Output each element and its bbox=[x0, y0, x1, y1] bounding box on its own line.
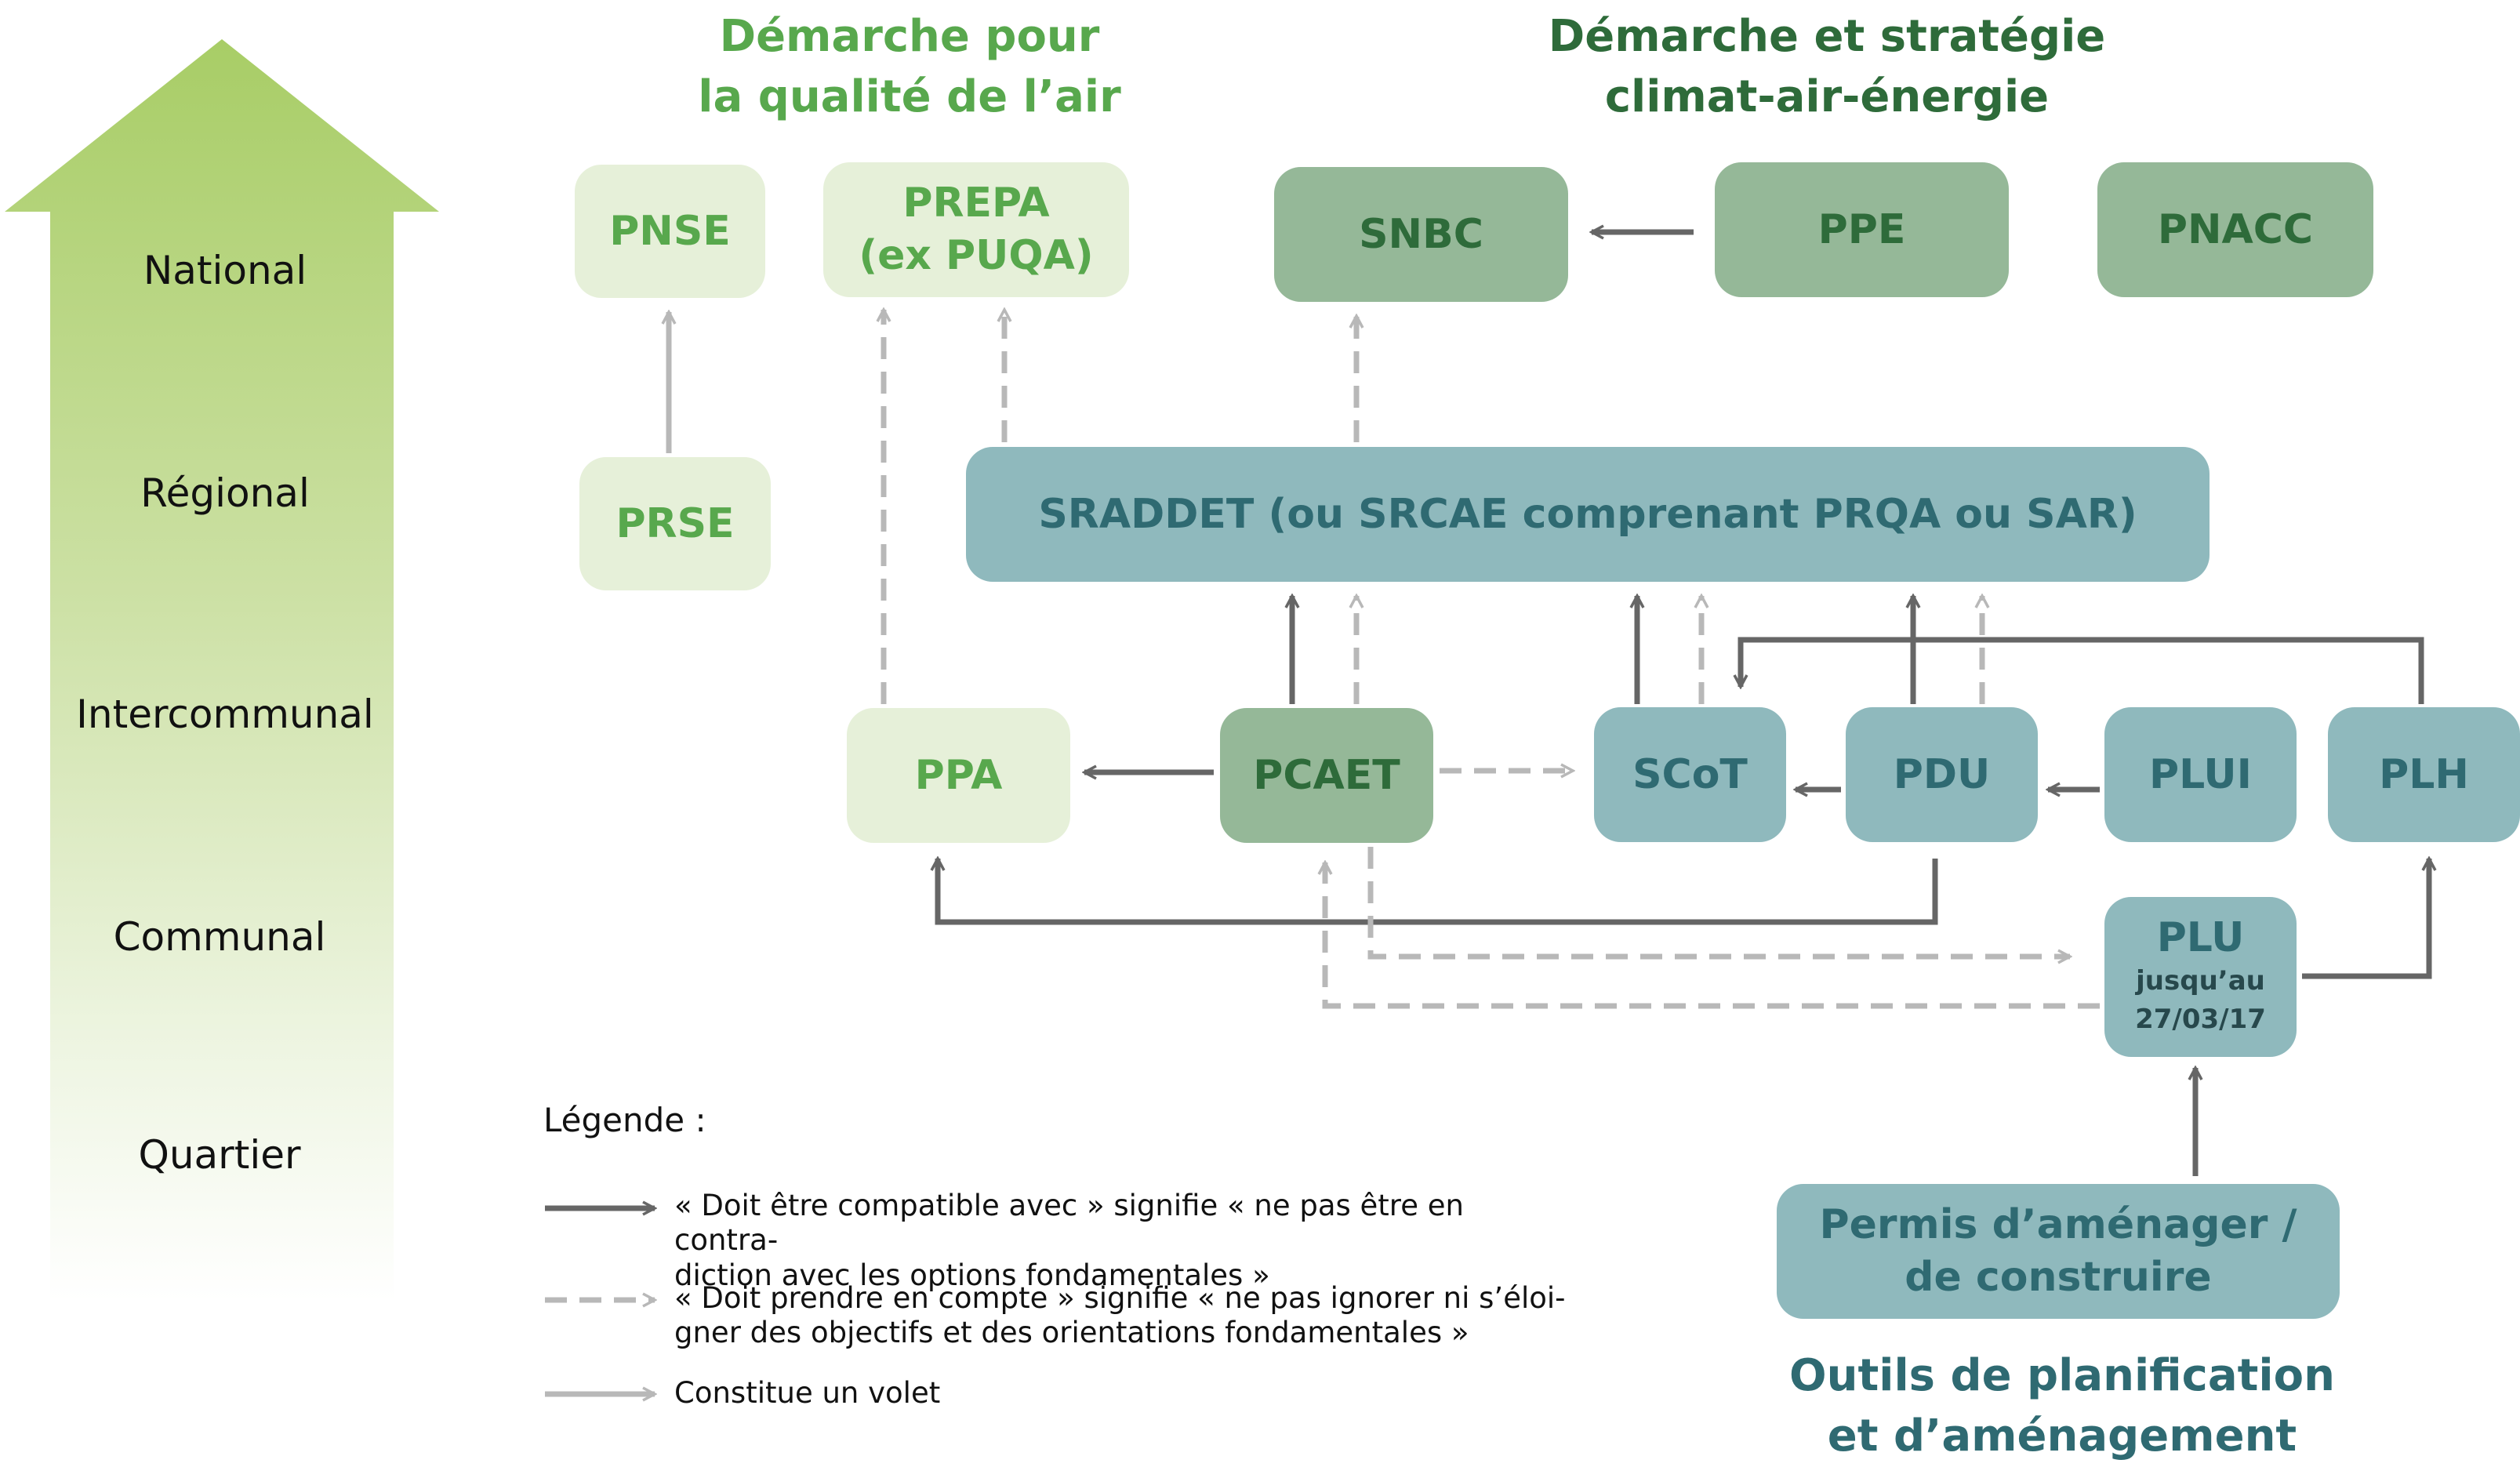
box-ppe[interactable]: PPE bbox=[1715, 162, 2009, 297]
box-pcaet-label: PCAET bbox=[1253, 751, 1400, 799]
box-prse-label: PRSE bbox=[615, 499, 735, 547]
box-ppe-label: PPE bbox=[1817, 205, 1906, 253]
box-pdu-label: PDU bbox=[1893, 750, 1991, 798]
box-pdu[interactable]: PDU bbox=[1846, 707, 2038, 842]
level-regional: Régional bbox=[140, 470, 310, 516]
box-plui-label: PLUI bbox=[2149, 750, 2252, 798]
box-scot[interactable]: SCoT bbox=[1594, 707, 1786, 842]
box-pnse-label: PNSE bbox=[609, 207, 731, 255]
box-ppa-label: PPA bbox=[914, 751, 1003, 799]
box-pnse[interactable]: PNSE bbox=[575, 165, 765, 298]
legend-compte-text: « Doit prendre en compte » signifie « ne… bbox=[674, 1281, 1566, 1350]
box-plui[interactable]: PLUI bbox=[2104, 707, 2297, 842]
box-pnacc[interactable]: PNACC bbox=[2097, 162, 2373, 297]
box-prepa-label: PREPA (ex PUQA) bbox=[859, 180, 1094, 279]
box-snbc[interactable]: SNBC bbox=[1274, 167, 1568, 302]
arrow-pdu-to-ppa bbox=[938, 859, 1938, 925]
level-communal: Communal bbox=[113, 914, 326, 960]
box-pnacc-label: PNACC bbox=[2157, 205, 2314, 253]
arrow-plh-to-scot bbox=[1741, 637, 2424, 704]
box-prepa[interactable]: PREPA (ex PUQA) bbox=[823, 162, 1129, 297]
box-snbc-label: SNBC bbox=[1359, 210, 1483, 258]
dash-pcaet-to-plu bbox=[1367, 847, 2070, 957]
box-sraddet[interactable]: SRADDET (ou SRCAE comprenant PRQA ou SAR… bbox=[966, 447, 2210, 582]
level-arrow bbox=[5, 39, 439, 1302]
box-plh-label: PLH bbox=[2379, 750, 2469, 798]
level-quartier: Quartier bbox=[138, 1132, 301, 1178]
box-pcaet[interactable]: PCAET bbox=[1220, 708, 1433, 843]
legend-volet-text: Constitue un volet bbox=[674, 1376, 941, 1410]
arrow-plu-to-plh bbox=[2302, 859, 2429, 979]
level-national: National bbox=[143, 248, 307, 293]
legend-compatible-text: « Doit être compatible avec » signifie «… bbox=[674, 1189, 1464, 1292]
legend-title: Légende : bbox=[543, 1101, 706, 1139]
box-plu-label: PLU bbox=[2156, 913, 2245, 961]
box-ppa[interactable]: PPA bbox=[847, 708, 1070, 843]
heading-air: Démarche pour la qualité de l’air bbox=[698, 11, 1121, 123]
box-plu[interactable]: PLU jusqu’au 27/03/17 bbox=[2104, 897, 2297, 1057]
level-intercommunal: Intercommunal bbox=[76, 692, 374, 737]
heading-outils: Outils de planification et d’aménagement bbox=[1789, 1350, 2335, 1462]
box-plu-sub: jusqu’au 27/03/17 bbox=[2135, 964, 2266, 1035]
heading-climat: Démarche et stratégie climat-air-énergie bbox=[1548, 11, 2106, 123]
box-plh[interactable]: PLH bbox=[2328, 707, 2520, 842]
dash-plu-to-pcaet bbox=[1325, 862, 2100, 1009]
box-scot-label: SCoT bbox=[1632, 750, 1748, 798]
box-permis-label: Permis d’aménager / de construire bbox=[1819, 1201, 2297, 1301]
box-permis[interactable]: Permis d’aménager / de construire bbox=[1777, 1184, 2340, 1319]
box-prse[interactable]: PRSE bbox=[579, 457, 771, 590]
box-sraddet-label: SRADDET (ou SRCAE comprenant PRQA ou SAR… bbox=[1038, 490, 2137, 538]
